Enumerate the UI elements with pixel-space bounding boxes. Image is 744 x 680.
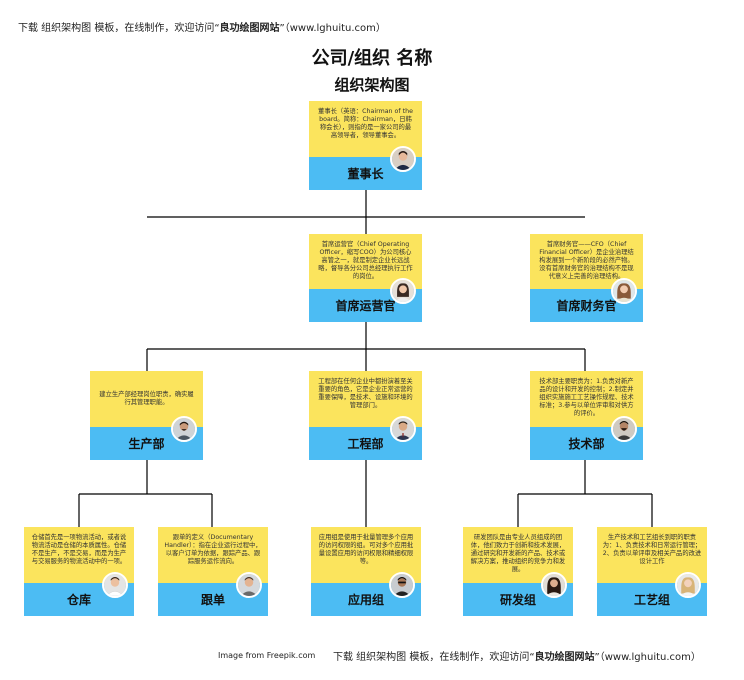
warehouse-label: 仓库 (24, 583, 134, 616)
avatar-photo-icon (390, 278, 416, 304)
avatar-photo-icon (390, 416, 416, 442)
avatar-photo-icon (611, 278, 637, 304)
avatar-photo-icon (390, 146, 416, 172)
avatar-photo-icon (236, 572, 262, 598)
site-name: 良功绘图网站 (534, 652, 595, 663)
node-rnd[interactable]: 研发团队是由专业人员组成的团体，他们致力于创新和技术发展，通过研究和开发新的产品… (463, 527, 573, 616)
avatar-photo-icon (389, 572, 415, 598)
application-label: 应用组 (311, 583, 421, 616)
node-engineering[interactable]: 工程部在任何企业中都扮演着至关重要的角色，它是企业正常运营的重要保障，是技术、设… (309, 371, 422, 460)
company-title: 公司/组织 名称 (311, 48, 433, 69)
avatar-photo-icon (611, 416, 637, 442)
avatar-photo-icon (102, 572, 128, 598)
connector-production-to-groups (78, 460, 213, 527)
connector-coo-to-depts (146, 322, 586, 371)
node-production[interactable]: 建立生产部经理岗位职责，确实履行其管理职能。 生产部 (90, 371, 203, 460)
node-coo[interactable]: 首席运营官（Chief Operating Officer，缩写COO）为公司核… (309, 234, 422, 322)
chart-title: 组织架构图 (334, 76, 410, 94)
node-process[interactable]: 生产技术和工艺组长到职的职责为：1、负责技术和日常运行管理；2、负责以单评审及相… (597, 527, 707, 616)
top-banner: 下载 组织架构图 模板，在线制作，欢迎访问“良功绘图网站”（www.lghuit… (18, 23, 386, 34)
node-technology[interactable]: 技术部主要职责为：1.负责对新产品的设计和开发的控制；2.制定并组织实施施工工艺… (530, 371, 643, 460)
node-cfo[interactable]: 首席财务官——CFO（Chief Financial Officer）是企业治理… (530, 234, 643, 322)
avatar-photo-icon (541, 572, 567, 598)
avatar-photo-icon (675, 572, 701, 598)
node-chairman[interactable]: 董事长（英语：Chairman of the board。简称：Chairman… (309, 101, 422, 190)
site-name: 良功绘图网站 (219, 23, 280, 34)
connector-tech-to-groups (517, 460, 653, 527)
image-credit: Image from Freepik.com (218, 651, 316, 660)
node-tracking[interactable]: 跟单的定义（Documentary Handler）：指在企业运行过程中，以客户… (158, 527, 268, 616)
connector-chairman-to-l2 (147, 190, 585, 234)
bottom-banner: 下载 组织架构图 模板，在线制作，欢迎访问“良功绘图网站”（www.lghuit… (333, 652, 701, 663)
node-warehouse[interactable]: 仓储首先是一项物流活动，或者说物流活动是仓储的本质属性。仓储不是生产，不是交易，… (24, 527, 134, 616)
node-application[interactable]: 应用组是使用于批量管理多个应用的访问权限的组。可对多个应用批量设置应用的访问权限… (311, 527, 421, 616)
avatar-photo-icon (171, 416, 197, 442)
